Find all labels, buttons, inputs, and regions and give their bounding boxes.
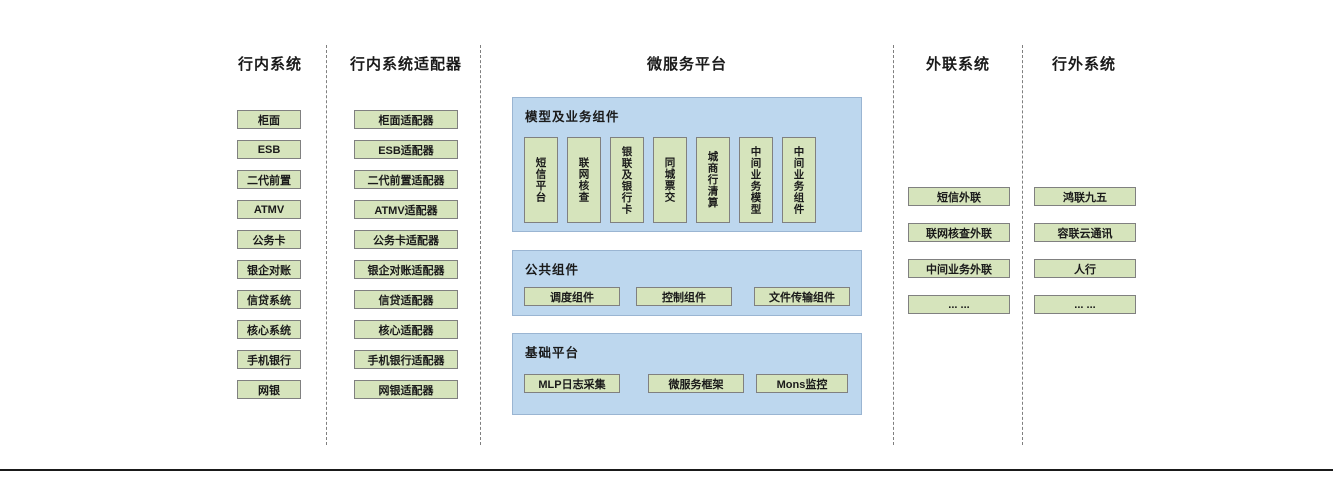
panel-common-components: 公共组件	[512, 250, 862, 316]
system-node: 银企对账	[237, 260, 301, 279]
external-link-node: 短信外联	[908, 187, 1010, 206]
business-component-node: 银联及银行卡	[610, 137, 644, 223]
base-platform-node: Mons监控	[756, 374, 848, 393]
adapter-node: 银企对账适配器	[354, 260, 458, 279]
base-platform-node: 微服务框架	[648, 374, 744, 393]
business-component-node: 中间业务组件	[782, 137, 816, 223]
external-system-node: 鸿联九五	[1034, 187, 1136, 206]
business-component-node: 联网核查	[567, 137, 601, 223]
business-component-node: 城商行清算	[696, 137, 730, 223]
panel-title: 公共组件	[525, 263, 580, 277]
column-divider	[326, 45, 327, 445]
column-divider	[1022, 45, 1023, 445]
base-platform-node: MLP日志采集	[524, 374, 620, 393]
adapter-node: 核心适配器	[354, 320, 458, 339]
external-system-node: 人行	[1034, 259, 1136, 278]
system-node: 二代前置	[237, 170, 301, 189]
common-component-node: 调度组件	[524, 287, 620, 306]
business-component-node: 中间业务模型	[739, 137, 773, 223]
adapter-node: 二代前置适配器	[354, 170, 458, 189]
external-link-node: 联网核查外联	[908, 223, 1010, 242]
bottom-rule	[0, 469, 1333, 471]
external-system-node: 容联云通讯	[1034, 223, 1136, 242]
system-node: ESB	[237, 140, 301, 159]
external-system-node: ... ...	[1034, 295, 1136, 314]
business-component-node: 同城票交	[653, 137, 687, 223]
system-node: 柜面	[237, 110, 301, 129]
adapter-node: ESB适配器	[354, 140, 458, 159]
column-divider	[480, 45, 481, 445]
adapter-node: 柜面适配器	[354, 110, 458, 129]
column-header-external-systems: 行外系统	[1051, 56, 1116, 73]
panel-title: 基础平台	[525, 346, 580, 360]
column-header-internal-systems: 行内系统	[237, 56, 302, 73]
adapter-node: 公务卡适配器	[354, 230, 458, 249]
business-component-node: 短信平台	[524, 137, 558, 223]
adapter-node: 信贷适配器	[354, 290, 458, 309]
system-node: ATMV	[237, 200, 301, 219]
system-node: 核心系统	[237, 320, 301, 339]
column-header-external-link-systems: 外联系统	[925, 56, 990, 73]
system-node: 信贷系统	[237, 290, 301, 309]
column-header-microservice-platform: 微服务平台	[646, 56, 727, 73]
system-node: 网银	[237, 380, 301, 399]
external-link-node: ... ...	[908, 295, 1010, 314]
adapter-node: 网银适配器	[354, 380, 458, 399]
system-node: 手机银行	[237, 350, 301, 369]
external-link-node: 中间业务外联	[908, 259, 1010, 278]
panel-title: 模型及业务组件	[525, 110, 620, 124]
column-header-internal-adapters: 行内系统适配器	[349, 56, 462, 73]
system-node: 公务卡	[237, 230, 301, 249]
adapter-node: ATMV适配器	[354, 200, 458, 219]
common-component-node: 控制组件	[636, 287, 732, 306]
column-divider	[893, 45, 894, 445]
common-component-node: 文件传输组件	[754, 287, 850, 306]
adapter-node: 手机银行适配器	[354, 350, 458, 369]
